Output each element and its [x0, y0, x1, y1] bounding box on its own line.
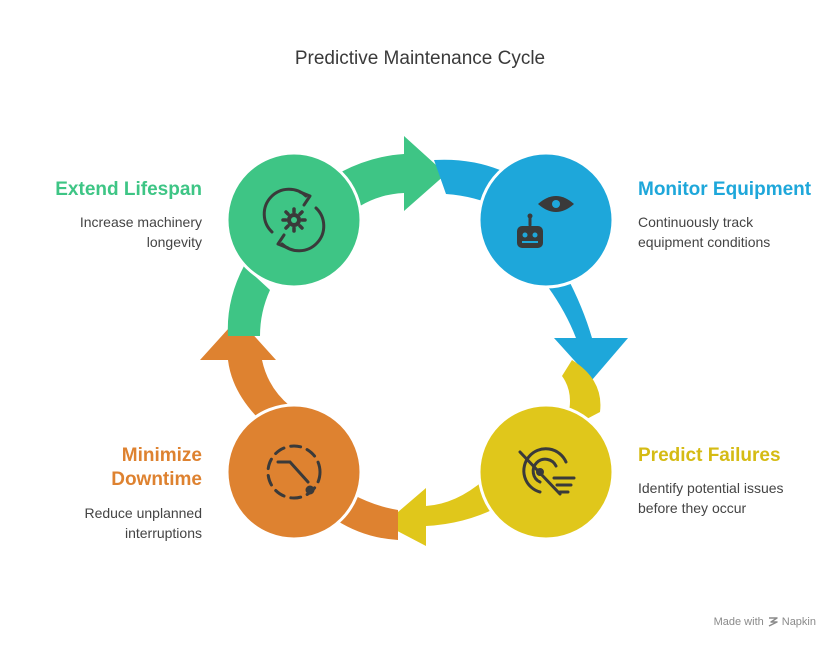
- no-signal-filter-icon: [518, 447, 576, 496]
- gear-refresh-icon: [262, 187, 326, 253]
- arrow-monitor-to-predict-down: [548, 275, 628, 380]
- arrow-predict-to-minimize: [384, 480, 500, 546]
- eye-robot-icon: [517, 196, 574, 248]
- monitor-equipment-title: Monitor Equipment: [638, 179, 812, 200]
- napkin-logo-icon: [768, 617, 778, 627]
- arrow-minimize-to-extend: [200, 318, 290, 424]
- circle-monitor: [477, 151, 615, 289]
- desc-line: interruptions: [124, 525, 202, 541]
- minimize-downtime-desc: Reduce unplanned interruptions: [20, 503, 202, 543]
- minimize-downtime-title: Minimize Downtime: [20, 444, 202, 492]
- desc-line: Increase machinery: [79, 214, 202, 230]
- arrow-extend-tail: [227, 266, 270, 336]
- desc-line: Reduce unplanned: [84, 505, 202, 521]
- diagram-title: Predictive Maintenance Cycle: [294, 48, 546, 69]
- extend-lifespan-title: Extend Lifespan: [55, 179, 202, 200]
- arrow-extend-to-monitor: [341, 136, 446, 211]
- napkin-brand: Napkin: [781, 616, 816, 628]
- circle-predict: [477, 403, 615, 541]
- predict-failures-title: Predict Failures: [638, 445, 781, 466]
- made-with-label: Made with: [713, 616, 764, 628]
- desc-line: equipment conditions: [638, 234, 771, 250]
- desc-line: longevity: [146, 234, 202, 250]
- desc-line: Continuously track: [638, 214, 754, 230]
- title-line: Minimize: [121, 445, 202, 466]
- circle-minimize: [225, 403, 363, 541]
- desc-line: Identify potential issues: [638, 480, 784, 496]
- title-line: Downtime: [111, 469, 202, 490]
- made-with-napkin-footer[interactable]: Made with Napkin: [714, 616, 816, 628]
- monitor-equipment-desc: Continuously track equipment conditions: [638, 212, 834, 252]
- predict-failures-desc: Identify potential issues before they oc…: [638, 478, 834, 518]
- desc-line: before they occur: [638, 500, 747, 516]
- dashed-clock-icon: [266, 444, 322, 500]
- extend-lifespan-desc: Increase machinery longevity: [20, 212, 202, 252]
